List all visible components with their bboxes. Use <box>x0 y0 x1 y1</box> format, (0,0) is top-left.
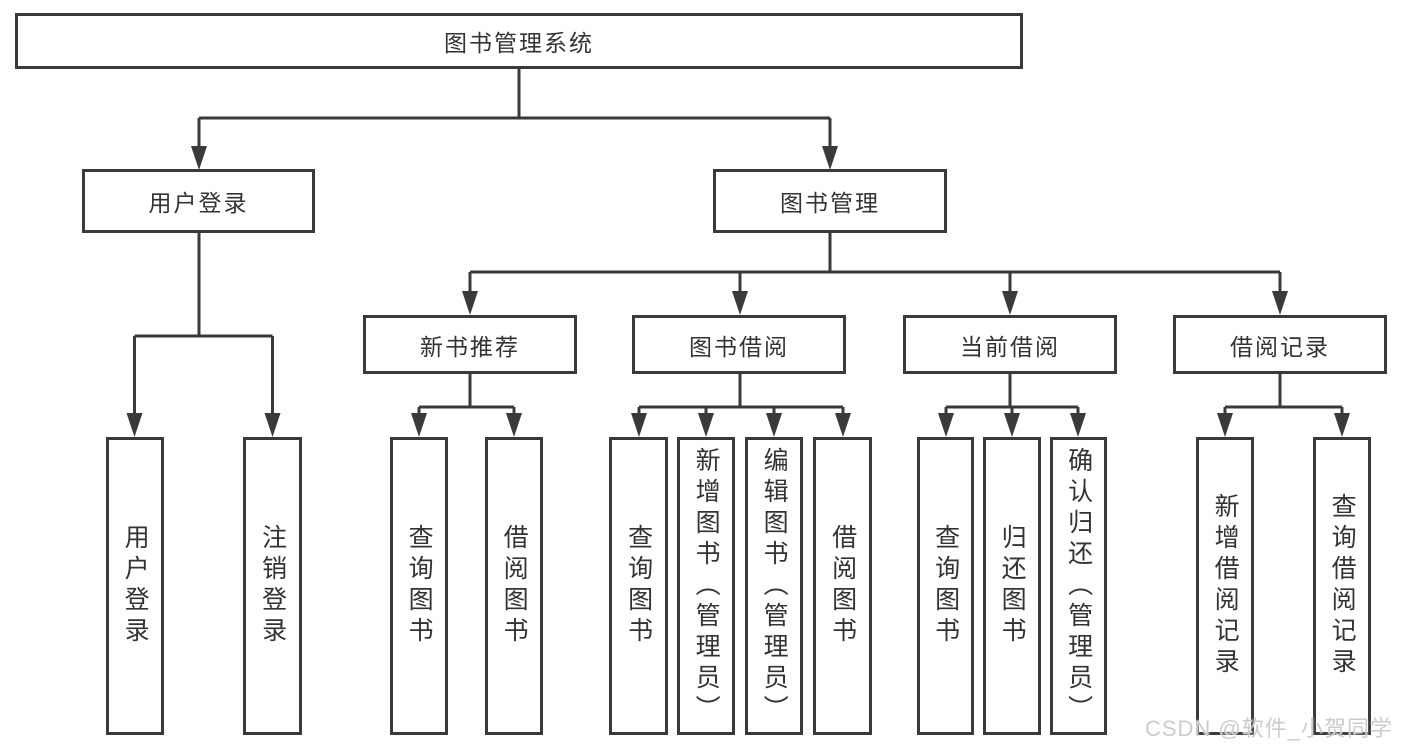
node-label: 查询图书 <box>931 524 960 648</box>
leaf-user-login: 用户登录 <box>106 437 164 735</box>
arrow-head <box>264 413 281 437</box>
leaf-query-books-current: 查询图书 <box>917 437 974 735</box>
leaf-query-borrow-record: 查询借阅记录 <box>1313 437 1371 735</box>
leaf-confirm-return-admin: 确认归还（管理员） <box>1050 437 1107 735</box>
arrow-head <box>822 146 838 170</box>
arrow-head <box>191 146 207 170</box>
leaf-logout: 注销登录 <box>243 437 302 735</box>
arrow-head <box>1004 413 1020 437</box>
node-label: 图书管理 <box>780 190 880 216</box>
node-current-borrow: 当前借阅 <box>903 315 1117 374</box>
arrow-head <box>835 413 851 437</box>
leaf-borrow-books: 借阅图书 <box>813 437 872 735</box>
csdn-watermark: CSDN @软件_小贺同学 <box>1144 716 1393 741</box>
arrow-head <box>411 413 427 437</box>
node-book-borrow: 图书借阅 <box>632 315 846 374</box>
node-label: 编辑图书（管理员） <box>760 446 789 726</box>
arrow-head <box>1070 413 1086 437</box>
node-label: 当前借阅 <box>960 333 1060 360</box>
node-label: 查询图书 <box>405 524 434 648</box>
arrow-head <box>766 413 782 437</box>
node-label: 新增借阅记录 <box>1211 493 1240 679</box>
node-user-login: 用户登录 <box>82 169 315 233</box>
node-label: 借阅记录 <box>1230 333 1330 360</box>
leaf-query-books-newbook: 查询图书 <box>390 437 448 735</box>
arrow-heads <box>126 146 1350 437</box>
node-label: 新书推荐 <box>420 333 520 360</box>
arrow-head <box>938 413 954 437</box>
leaf-return-books: 归还图书 <box>983 437 1041 735</box>
leaf-edit-books-admin: 编辑图书（管理员） <box>745 437 803 735</box>
node-book-management: 图书管理 <box>713 169 947 233</box>
leaf-query-books-borrow: 查询图书 <box>609 437 668 735</box>
node-label: 注销登录 <box>258 524 287 648</box>
arrow-head <box>506 413 522 437</box>
arrow-head <box>1217 413 1233 437</box>
leaf-add-borrow-record: 新增借阅记录 <box>1196 437 1254 735</box>
node-label: 用户登录 <box>121 524 150 648</box>
node-root-system: 图书管理系统 <box>15 13 1023 69</box>
node-label: 图书借阅 <box>689 333 789 360</box>
arrow-head <box>1334 413 1350 437</box>
node-label: 借阅图书 <box>500 524 529 648</box>
arrow-head <box>1002 291 1018 315</box>
leaf-add-books-admin: 新增图书（管理员） <box>677 437 735 735</box>
node-new-book-recommend: 新书推荐 <box>363 315 577 374</box>
node-label: 新增图书（管理员） <box>692 446 721 726</box>
node-label: 借阅图书 <box>828 524 857 648</box>
arrow-head <box>631 413 647 437</box>
leaf-borrow-books-newbook: 借阅图书 <box>485 437 543 735</box>
arrow-head <box>732 291 748 315</box>
node-label: 用户登录 <box>148 190 249 216</box>
node-label: 图书管理系统 <box>444 30 594 56</box>
arrow-head <box>698 413 714 437</box>
node-label: 查询图书 <box>624 524 653 648</box>
node-label: 归还图书 <box>998 524 1027 648</box>
node-borrow-records: 借阅记录 <box>1173 315 1387 374</box>
connector-lines <box>133 68 1344 416</box>
node-label: 查询借阅记录 <box>1328 493 1357 679</box>
node-label: 确认归还（管理员） <box>1064 446 1093 726</box>
arrow-head <box>1272 291 1288 315</box>
arrow-head <box>126 413 143 437</box>
arrow-head <box>462 291 478 315</box>
